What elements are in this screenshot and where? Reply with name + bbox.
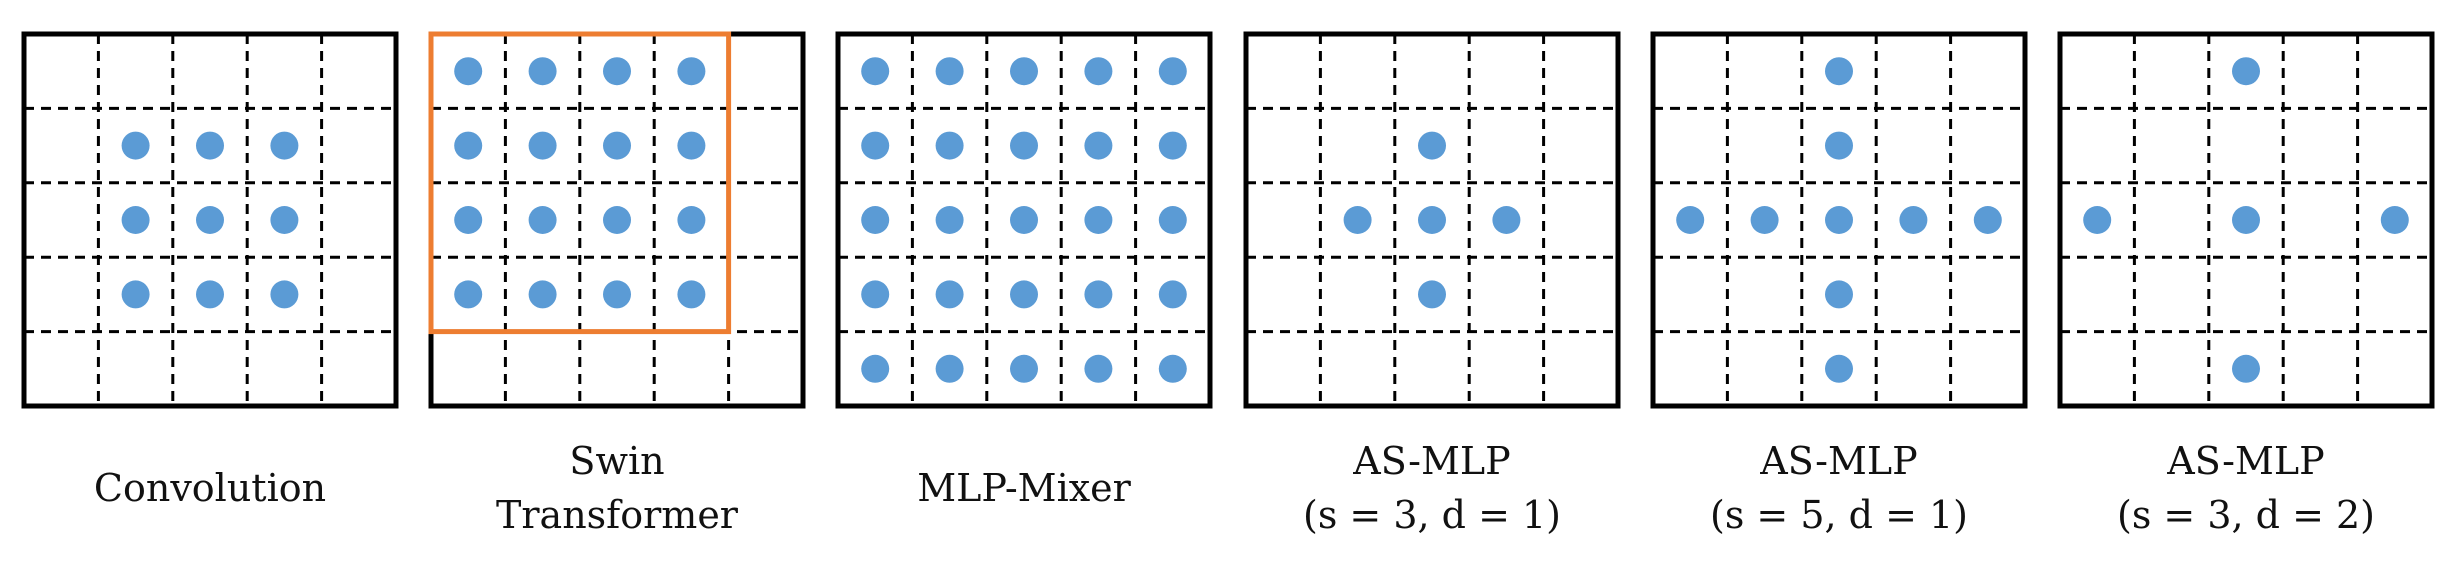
token-dot [1418,280,1446,309]
caption-line: AS-MLP [2167,439,2325,483]
token-dot [1492,206,1521,234]
panel-border [1650,31,2028,409]
token-dot [861,280,890,309]
token-dot [677,57,706,86]
caption-line: MLP-Mixer [917,466,1131,510]
token-dot [677,131,706,160]
token-dot [528,280,557,309]
token-dot [270,206,299,234]
caption-line: (s = 3, d = 2) [2117,493,2375,537]
token-dot [935,280,964,309]
caption-line: Transformer [496,493,738,537]
token-dot [1158,206,1187,234]
token-dot [935,57,964,86]
token-dot [196,280,224,309]
token-dot [121,206,150,234]
token-dot [454,206,483,234]
panel-border [2057,31,2435,409]
panel-as-mlp-s3-d2 [2057,31,2435,409]
token-dot [1010,280,1038,309]
token-dot [677,206,706,234]
caption-as-mlp-s3-d2: AS-MLP (s = 3, d = 2) [2056,434,2436,542]
panel-border [21,31,399,409]
token-dot [1973,206,2002,234]
token-dot [861,206,890,234]
token-dot [2232,354,2260,383]
token-dot [1825,280,1853,309]
token-dot [1899,206,1928,234]
token-dot [1825,131,1853,160]
token-dot [528,206,557,234]
token-dot [1825,354,1853,383]
caption-line: AS-MLP [1353,439,1511,483]
token-dot [270,280,299,309]
caption-line: AS-MLP [1760,439,1918,483]
panel-swin-transformer [428,31,806,409]
token-dot [1084,280,1113,309]
token-dot [603,206,631,234]
token-dot [1158,280,1187,309]
token-dot [2083,206,2112,234]
token-dot [935,131,964,160]
caption-as-mlp-s3-d1: AS-MLP (s = 3, d = 1) [1242,434,1622,542]
token-dot [861,354,890,383]
token-dot [1676,206,1705,234]
caption-as-mlp-s5-d1: AS-MLP (s = 5, d = 1) [1649,434,2029,542]
token-dot [454,57,483,86]
window-highlight [428,31,732,335]
token-dot [1158,57,1187,86]
token-dot [935,354,964,383]
token-dot [270,131,299,160]
token-dot [528,57,557,86]
token-dot [677,280,706,309]
token-dot [1010,131,1038,160]
caption-line: Swin [569,439,665,483]
token-dot [121,280,150,309]
token-dot [196,206,224,234]
token-dot [528,131,557,160]
token-dot [1084,57,1113,86]
token-dot [2380,206,2409,234]
token-dot [603,131,631,160]
token-dot [1158,354,1187,383]
token-dot [603,280,631,309]
token-dot [1084,131,1113,160]
token-dot [1158,131,1187,160]
token-dot [603,57,631,86]
token-dot [1418,206,1446,234]
token-dot [454,280,483,309]
token-dot [1418,131,1446,160]
token-dot [1750,206,1779,234]
token-dot [1343,206,1372,234]
panel-as-mlp-s3-d1 [1243,31,1621,409]
token-dot [935,206,964,234]
token-dot [1084,206,1113,234]
token-dot [2232,57,2260,86]
caption-line: Convolution [93,466,327,510]
panel-as-mlp-s5-d1 [1650,31,2028,409]
token-dot [861,57,890,86]
token-dot [861,131,890,160]
token-dot [1010,206,1038,234]
panel-border [1243,31,1621,409]
token-dot [1825,206,1853,234]
token-dot [1084,354,1113,383]
caption-line: (s = 5, d = 1) [1710,493,1968,537]
caption-line: (s = 3, d = 1) [1303,493,1561,537]
caption-mlp-mixer: MLP-Mixer [834,461,1214,515]
panel-border [835,31,1213,409]
token-dot [1010,354,1038,383]
panel-convolution [21,31,399,409]
token-dot [1825,57,1853,86]
caption-convolution: Convolution [20,461,400,515]
token-dot [1010,57,1038,86]
panel-mlp-mixer [835,31,1213,409]
token-dot [121,131,150,160]
token-dot [196,131,224,160]
token-dot [454,131,483,160]
token-dot [2232,206,2260,234]
